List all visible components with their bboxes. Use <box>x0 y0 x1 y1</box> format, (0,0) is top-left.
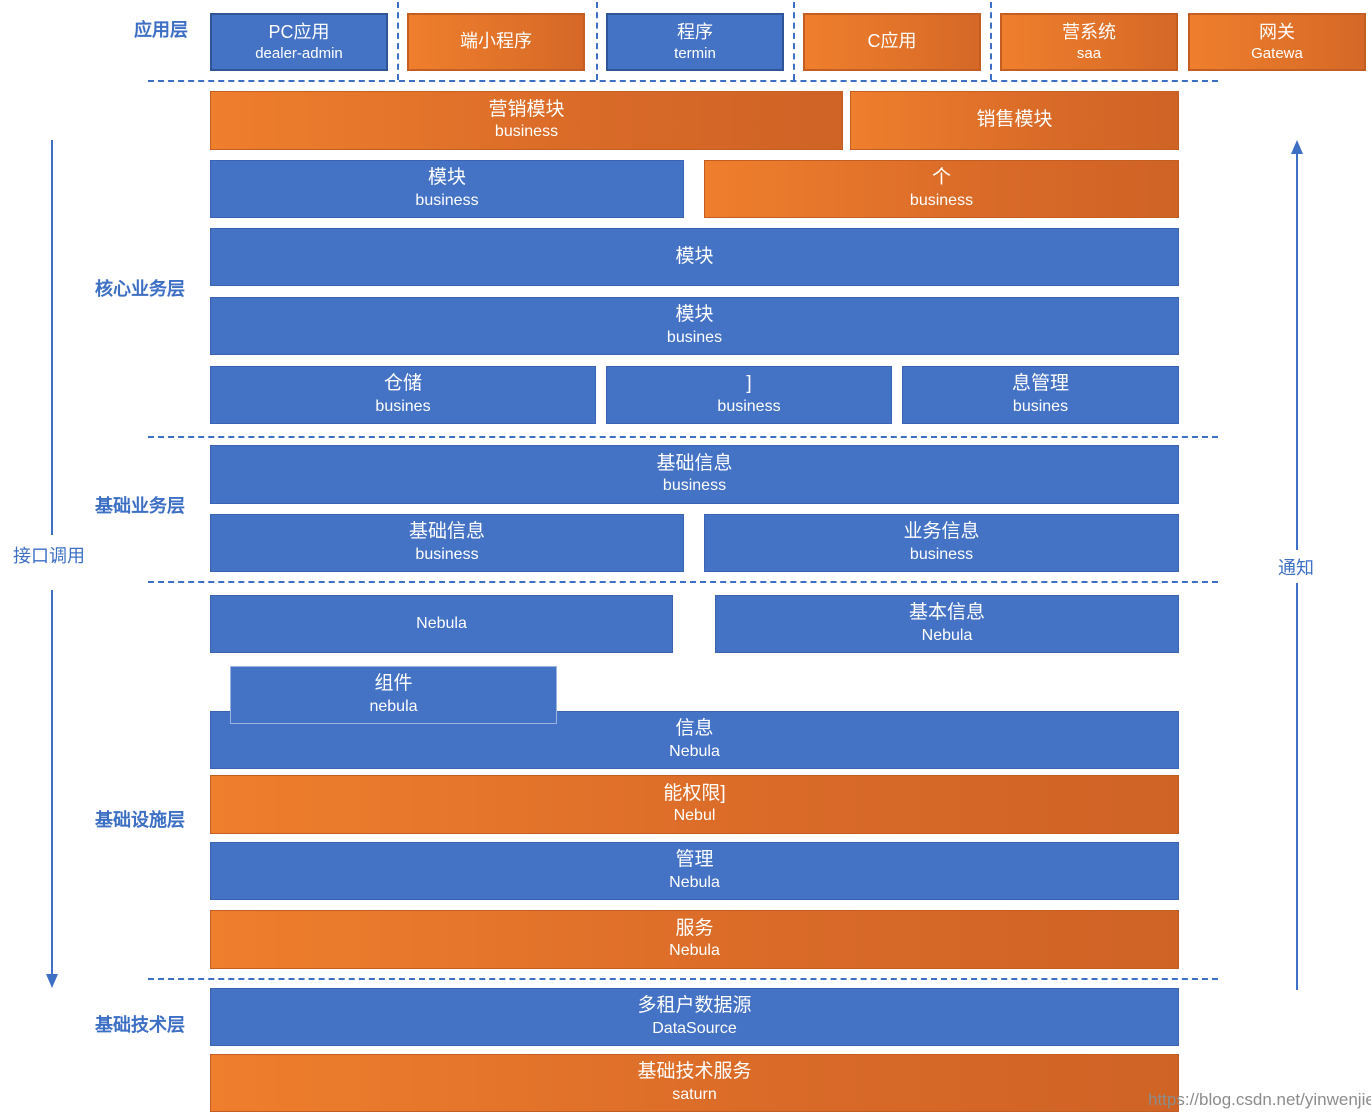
box-title: 网关 <box>1259 21 1295 42</box>
box-sub: business <box>415 191 479 209</box>
box-title: 仓储 <box>383 373 422 395</box>
box-title: 能权限] <box>663 782 726 804</box>
box-title: 管理 <box>675 849 714 871</box>
box-title: 多租户数据源 <box>637 995 752 1017</box>
box-sub: business <box>494 123 559 141</box>
app-group-divider-3 <box>793 2 795 80</box>
infra-box-service: 服务 Nebula <box>210 910 1179 969</box>
tech-layer-label: 基础技术层 <box>95 1015 185 1035</box>
box-sub: business <box>909 545 974 563</box>
box-sub: business <box>909 191 974 209</box>
app-group-divider-4 <box>990 2 992 80</box>
box-sub: Nebul <box>673 807 716 825</box>
box-title: PC应用 <box>268 21 330 42</box>
base-box-business-info: 业务信息 business <box>704 514 1179 572</box>
box-title: 基础技术服务 <box>637 1061 752 1083</box>
box-title: C应用 <box>867 31 917 52</box>
box-title: 服务 <box>675 917 714 939</box>
box-sub: Nebula <box>669 942 720 960</box>
infra-box-component: 组件 nebula <box>230 666 557 724</box>
box-title: 模块 <box>427 167 466 189</box>
box-sub: termin <box>674 44 716 62</box>
box-sub: Gatewa <box>1251 44 1303 62</box>
app-box-mini-program: 端小程序 <box>407 13 585 71</box>
core-box-info-management: 息管理 busines <box>902 366 1179 424</box>
box-title: 模块 <box>675 304 714 326</box>
box-title: 营系统 <box>1062 21 1116 42</box>
notify-label: 通知 <box>1278 558 1314 578</box>
tech-box-datasource: 多租户数据源 DataSource <box>210 988 1179 1046</box>
app-layer-label: 应用层 <box>134 20 188 40</box>
core-box-personal: 个 business <box>704 160 1179 218</box>
box-title: 业务信息 <box>903 521 980 543</box>
down-arrow-icon <box>46 974 58 988</box>
box-title: 程序 <box>677 21 713 42</box>
box-sub: saa <box>1076 44 1102 62</box>
box-sub: business <box>717 397 781 415</box>
call-arrow-line <box>51 140 53 535</box>
box-title: 销售模块 <box>976 109 1053 131</box>
box-title: 信息 <box>675 718 714 740</box>
box-sub: business <box>415 545 479 563</box>
base-box-basic-info: 基础信息 business <box>210 445 1179 504</box>
box-sub: saturn <box>672 1085 717 1103</box>
watermark-url: https://blog.csdn.net/yinwenjie <box>1148 1090 1371 1109</box>
core-box-module-d: ] business <box>606 366 892 424</box>
box-title: 个 <box>931 167 951 189</box>
core-box-marketing: 营销模块 business <box>210 91 843 150</box>
infra-layer-label: 基础设施层 <box>95 810 185 830</box>
base-business-layer-label: 基础业务层 <box>95 496 185 516</box>
divider-core <box>148 436 1218 438</box>
app-box-c-app: C应用 <box>803 13 981 71</box>
divider-base <box>148 581 1218 583</box>
core-box-sales: 销售模块 <box>850 91 1179 150</box>
core-box-module-c: 模块 busines <box>210 297 1179 355</box>
infra-box-nebula-a: Nebula <box>210 595 673 653</box>
box-sub: business <box>662 477 727 495</box>
box-sub: dealer-admin <box>255 44 343 62</box>
interface-call-label: 接口调用 <box>13 546 85 566</box>
call-arrow-line-lower <box>51 590 53 975</box>
box-title: 基础信息 <box>656 452 733 474</box>
app-box-gateway: 网关 Gatewa <box>1188 13 1366 71</box>
notify-arrow-line-lower <box>1296 583 1298 990</box>
app-box-pc: PC应用 dealer-admin <box>210 13 388 71</box>
core-box-module-b: 模块 <box>210 228 1179 286</box>
notify-arrow-line <box>1296 154 1298 550</box>
box-sub: Nebula <box>669 873 720 891</box>
box-sub: DataSource <box>652 1019 737 1037</box>
base-box-basic-info-2: 基础信息 business <box>210 514 684 572</box>
divider-app <box>148 80 1218 82</box>
up-arrow-icon <box>1291 140 1303 154</box>
box-sub: busines <box>1012 397 1069 415</box>
box-sub: busines <box>375 397 431 415</box>
box-sub: Nebula <box>416 614 467 632</box>
box-title: ] <box>746 373 752 395</box>
box-sub: Nebula <box>669 742 720 760</box>
box-title: 息管理 <box>1011 373 1069 395</box>
core-layer-label: 核心业务层 <box>95 279 185 299</box>
box-sub: busines <box>666 328 723 346</box>
box-title: 基本信息 <box>908 602 985 624</box>
box-title: 营销模块 <box>488 98 565 120</box>
infra-box-basic-info: 基本信息 Nebula <box>715 595 1179 653</box>
box-sub: Nebula <box>921 626 973 644</box>
box-title: 基础信息 <box>408 521 485 543</box>
box-title: 模块 <box>675 245 714 267</box>
core-box-warehouse: 仓储 busines <box>210 366 596 424</box>
app-box-saas: 营系统 saa <box>1000 13 1178 71</box>
box-title: 组件 <box>374 673 413 695</box>
infra-box-management: 管理 Nebula <box>210 842 1179 900</box>
infra-box-permissions: 能权限] Nebul <box>210 775 1179 834</box>
core-box-module-a: 模块 business <box>210 160 684 218</box>
box-sub: nebula <box>369 697 418 715</box>
divider-infra <box>148 978 1218 980</box>
app-group-divider-1 <box>397 2 399 80</box>
box-title: 端小程序 <box>460 31 532 52</box>
app-box-terminal: 程序 termin <box>606 13 784 71</box>
app-group-divider-2 <box>596 2 598 80</box>
tech-box-base-service: 基础技术服务 saturn <box>210 1054 1179 1112</box>
